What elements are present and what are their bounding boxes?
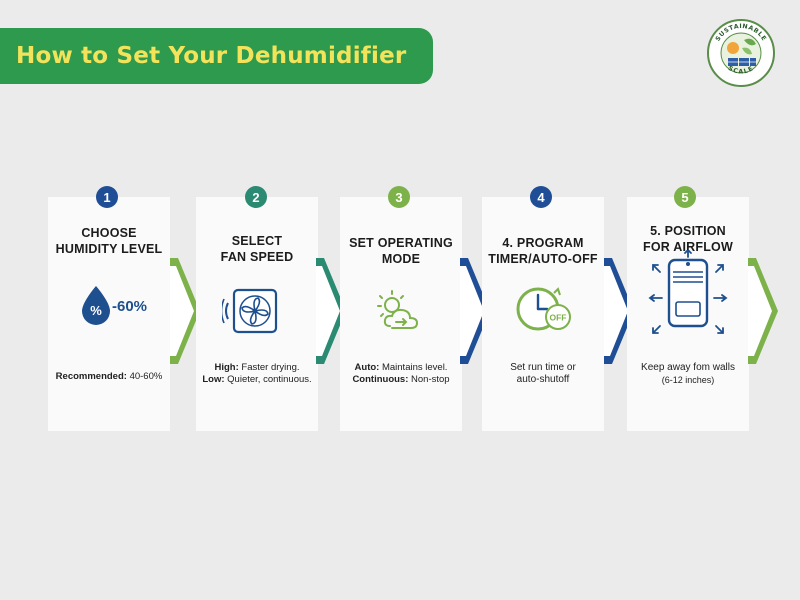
title-banner: How to Set Your Dehumidifier bbox=[0, 28, 433, 84]
chevron-right-icon bbox=[604, 258, 634, 364]
step-2-title: SELECT FAN SPEED bbox=[220, 234, 294, 264]
chevron-right-icon bbox=[748, 258, 778, 364]
svg-text:%: % bbox=[90, 303, 102, 318]
svg-text:SCALE: SCALE bbox=[727, 65, 755, 76]
step-number-5: 5 bbox=[674, 186, 696, 208]
water-drop-percent-icon: % -60% bbox=[82, 286, 147, 325]
fan-icon bbox=[222, 288, 278, 334]
sun-cloud-icon bbox=[377, 290, 419, 329]
step-3-desc: Auto: Maintains level. Continuous: Non-s… bbox=[352, 362, 450, 385]
chevron-right-icon bbox=[460, 258, 490, 364]
step-number-2: 2 bbox=[245, 186, 267, 208]
step-3-title: SET OPERATING MODE bbox=[349, 236, 453, 266]
off-label: OFF bbox=[550, 313, 567, 323]
step-2-desc: High: Faster drying. Low: Quieter, conti… bbox=[202, 362, 312, 385]
page-title: How to Set Your Dehumidifier bbox=[16, 43, 407, 69]
step-1-title: CHOOSE HUMIDITY LEVEL bbox=[55, 226, 163, 256]
timer-off-icon: OFF bbox=[516, 287, 571, 331]
chevron-right-icon bbox=[316, 258, 346, 364]
step-4-title: 4. PROGRAM TIMER/AUTO-OFF bbox=[488, 236, 598, 266]
step-card-3: SET OPERATING MODE Auto: Maintains level… bbox=[340, 197, 462, 431]
step-number-3: 3 bbox=[388, 186, 410, 208]
chevron-right-icon bbox=[170, 258, 200, 364]
step-number-4: 4 bbox=[530, 186, 552, 208]
sustainable-scale-logo: SUSTAINABLE SCALE bbox=[707, 19, 775, 87]
step-5-title: 5. POSITION FOR AIRFLOW bbox=[643, 224, 733, 254]
step-1-desc: Recommended: 40-60% bbox=[55, 371, 163, 382]
step-number-1: 1 bbox=[96, 186, 118, 208]
dehumidifier-airflow-icon bbox=[648, 250, 728, 334]
step-4-desc: Set run time or auto-shutoff bbox=[510, 362, 576, 385]
humidity-value-text: -60% bbox=[112, 298, 147, 315]
logo-bottom-text: SCALE bbox=[727, 65, 754, 76]
step-5-desc: Keep away fom walls (6-12 inches) bbox=[641, 362, 735, 385]
